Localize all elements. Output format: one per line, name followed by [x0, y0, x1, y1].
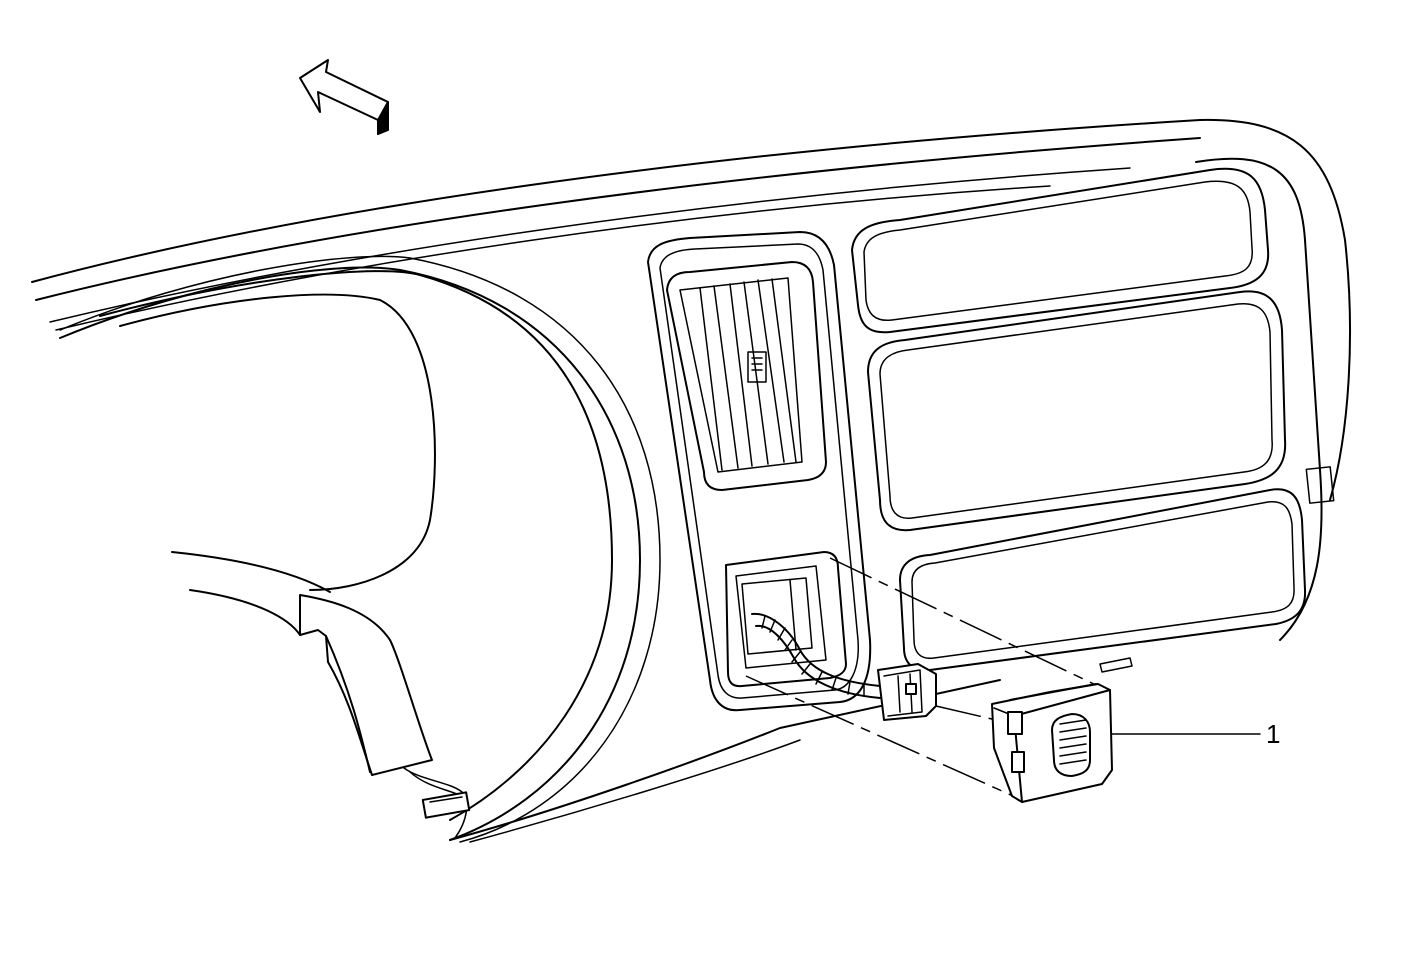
switch-wiring-harness [751, 612, 881, 699]
bezel-right-edge [1099, 157, 1335, 673]
forward-arrow-icon [299, 59, 389, 135]
callout-1: 1 [1111, 719, 1280, 749]
radio-opening-middle [867, 290, 1287, 532]
switch-opening [725, 551, 847, 688]
harness-connector [877, 663, 937, 721]
alignment-lines [745, 557, 1099, 801]
radio-opening-upper [851, 167, 1270, 334]
air-vent [666, 261, 827, 491]
radio-opening-lower [899, 488, 1307, 672]
dash-lower-edge [449, 679, 1001, 843]
callout-label-1: 1 [1266, 719, 1280, 749]
dashboard-top-edge [31, 118, 1351, 501]
center-bezel [647, 231, 872, 712]
steering-column-cover [299, 594, 433, 776]
lower-wire-harness [403, 767, 471, 839]
dimmer-switch [991, 683, 1113, 803]
cluster-hood [59, 255, 661, 843]
